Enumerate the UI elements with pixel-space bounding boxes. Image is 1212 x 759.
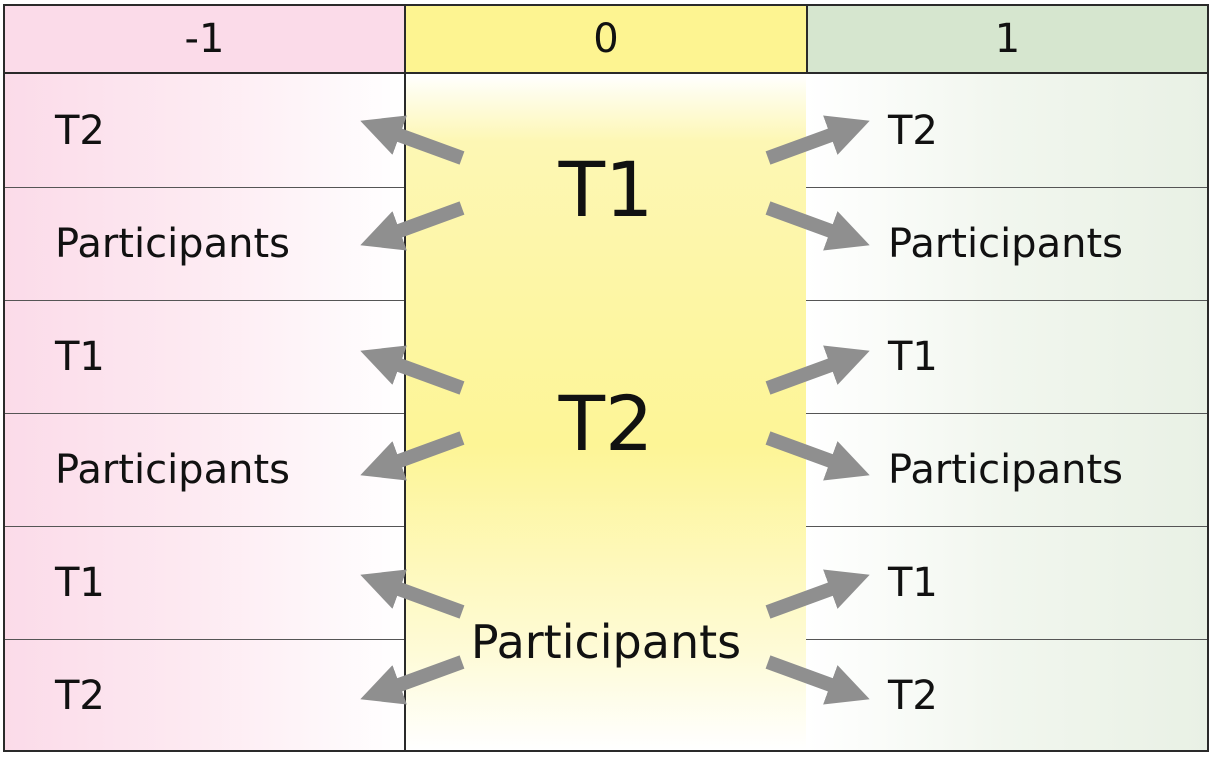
right-cell: T2	[806, 639, 1207, 752]
left-cell: Participants	[5, 413, 406, 526]
left-cell: T2	[55, 107, 105, 154]
header-0: 0	[404, 4, 808, 74]
left-cell: T1	[5, 526, 406, 639]
right-cell: T1	[806, 300, 1207, 413]
left-cell: Participants	[5, 187, 406, 300]
left-cell: T2	[5, 639, 406, 752]
left-cell: T1	[5, 300, 406, 413]
left-column: T2 Participants T1 Participants T1 T2	[3, 74, 406, 752]
right-cell: Participants	[806, 413, 1207, 526]
middle-group-participants: Participants	[470, 615, 742, 669]
right-cell: T2	[888, 107, 938, 154]
middle-group-t2: T2	[558, 379, 654, 468]
right-column: T2 Participants T1 Participants T1 T2	[806, 74, 1209, 752]
middle-group-t1: T1	[558, 145, 654, 234]
right-cell: T1	[806, 526, 1207, 639]
middle-column	[404, 74, 808, 752]
right-cell: Participants	[806, 187, 1207, 300]
header-minus-1: -1	[3, 4, 406, 74]
header-1: 1	[806, 4, 1209, 74]
